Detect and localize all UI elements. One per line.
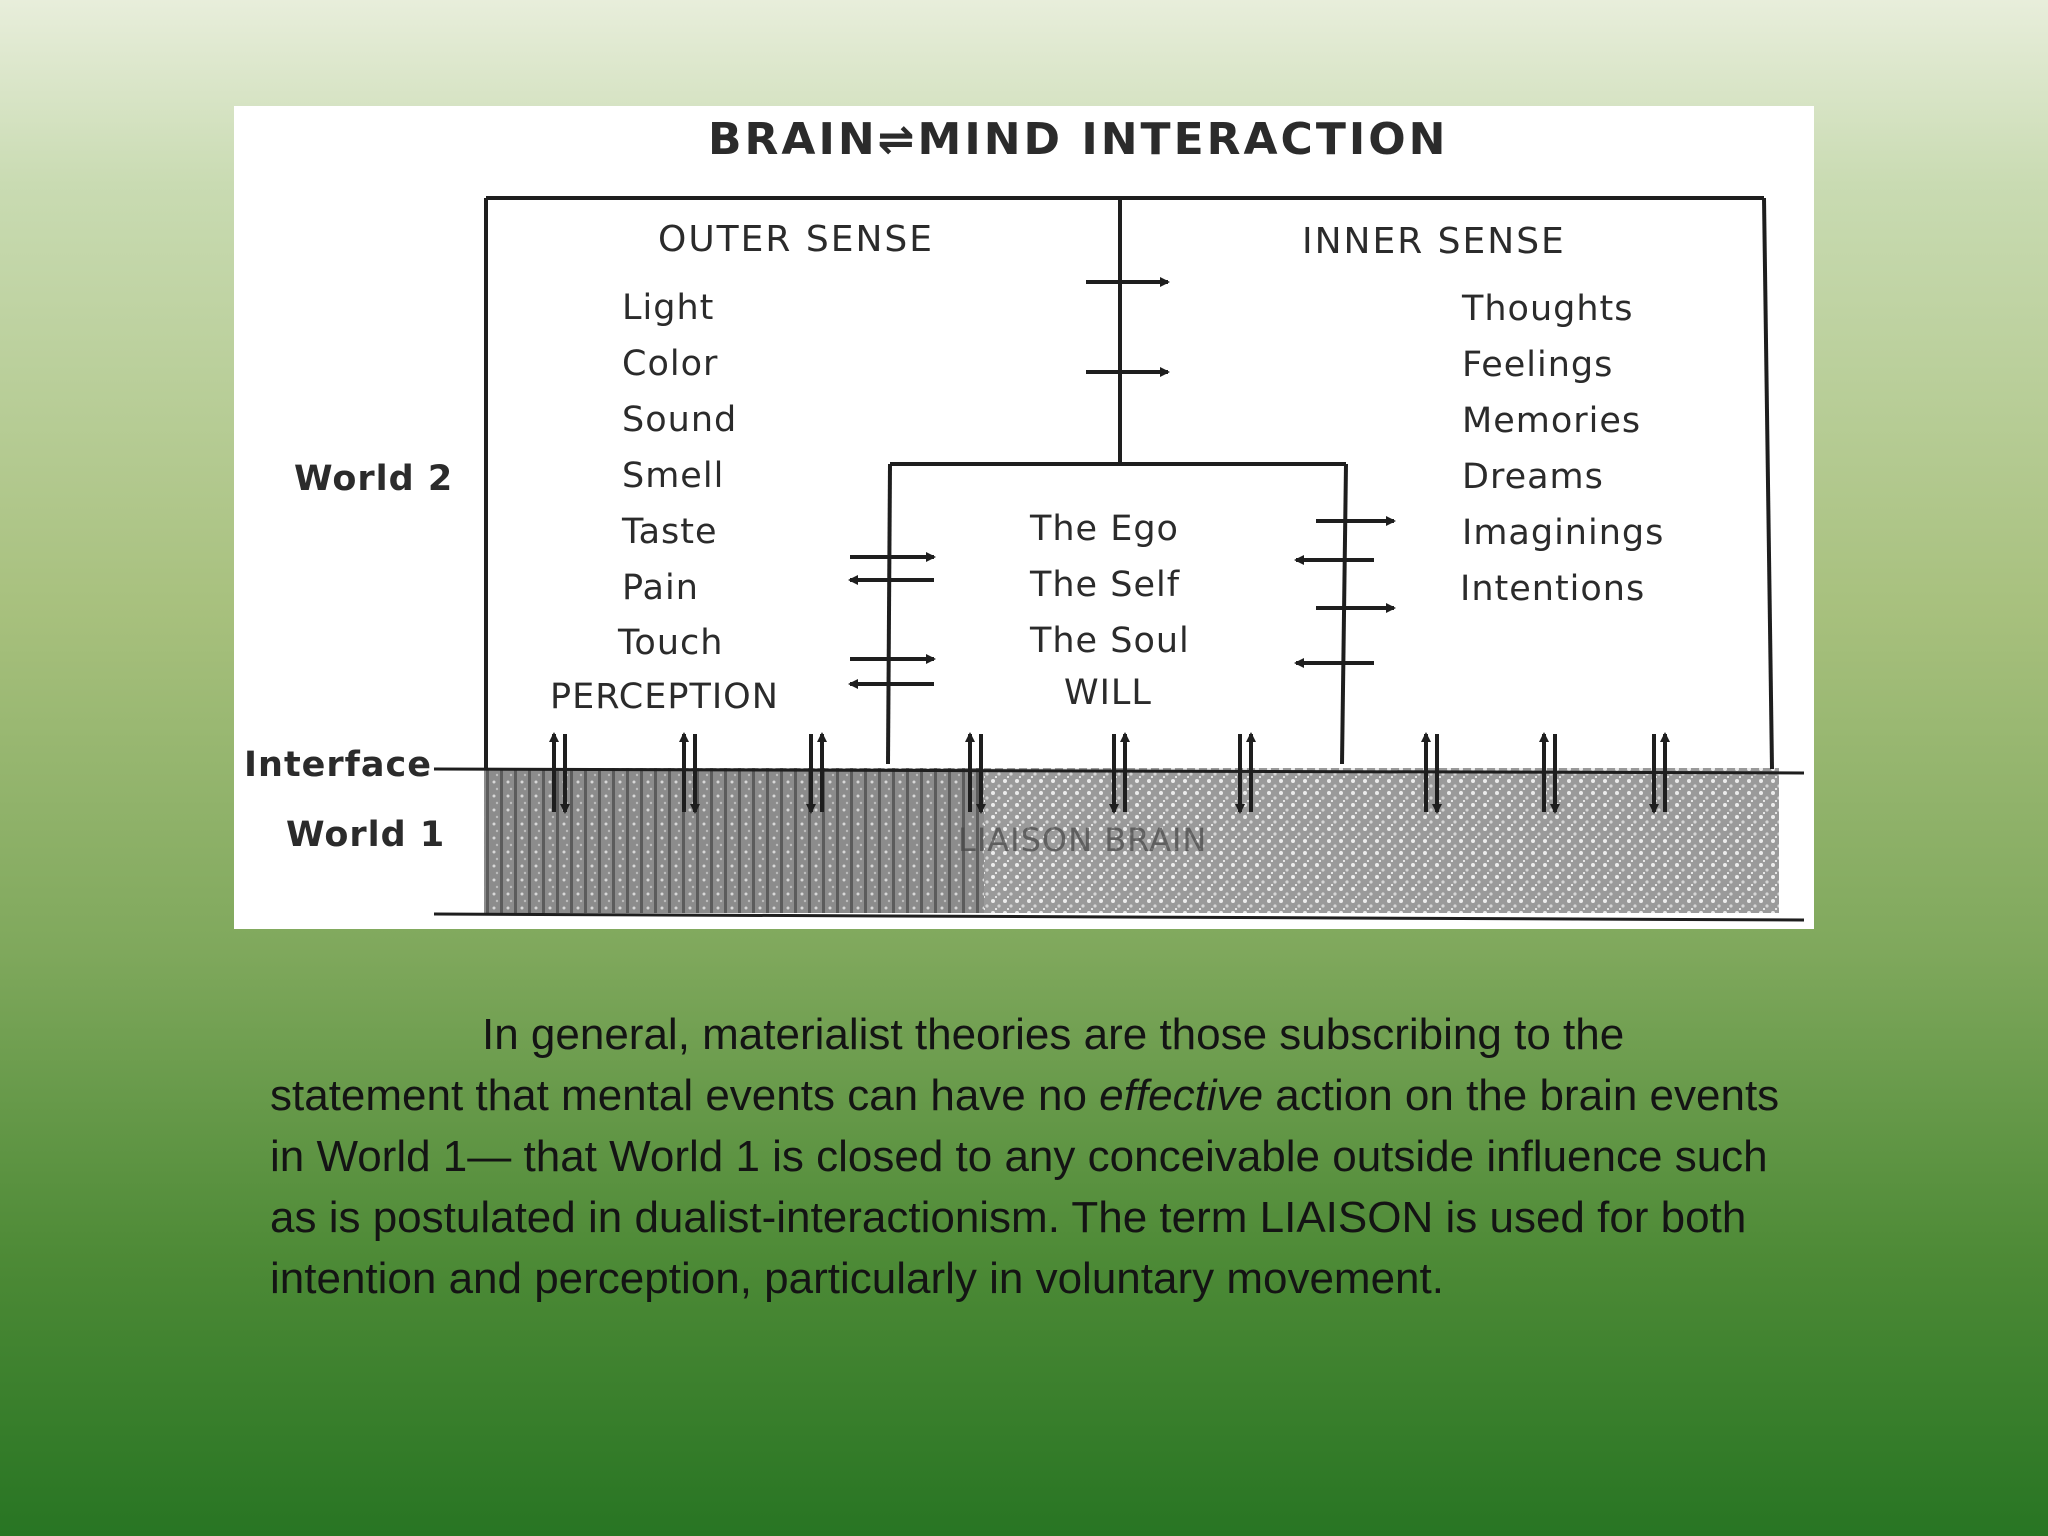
inner-sense-item: Thoughts	[1462, 289, 1634, 329]
world1-label: World 1	[286, 815, 446, 855]
caption-text-part1: In general, materialist theories are tho…	[270, 1010, 1625, 1120]
outer-sense-heading: OUTER SENSE	[658, 219, 935, 260]
right-ego-arrows	[1294, 516, 1396, 668]
world2-label: World 2	[294, 459, 454, 499]
liaison-brain-label: LIAISON BRAIN	[958, 821, 1208, 859]
outer-sense-item: Taste	[622, 512, 718, 552]
ego-item: The Ego	[1030, 509, 1179, 549]
liaison-brain-region-right	[1284, 768, 1779, 913]
caption-paragraph: In general, materialist theories are tho…	[270, 1004, 1810, 1309]
liaison-brain-region	[484, 768, 984, 913]
caption-text-part2: action on the brain events in World 1— t…	[270, 1071, 1780, 1303]
inner-sense-item: Memories	[1462, 401, 1642, 441]
diagram-drawing	[433, 196, 1805, 922]
outer-sense-item: Color	[622, 344, 719, 384]
ego-item: The Self	[1030, 565, 1181, 605]
caption-emphasis: effective	[1099, 1071, 1264, 1120]
world2-box	[484, 196, 1774, 770]
interface-arrows	[549, 732, 1670, 814]
divider-arrows	[1086, 277, 1170, 377]
perception-label: PERCEPTION	[550, 677, 779, 717]
inner-sense-item: Dreams	[1462, 457, 1604, 497]
inner-sense-item: Intentions	[1460, 569, 1646, 609]
outer-sense-item: Smell	[622, 456, 725, 496]
will-label: WILL	[1064, 673, 1152, 713]
interface-line	[433, 767, 1805, 775]
world1-baseline	[433, 912, 1805, 922]
inner-sense-heading: INNER SENSE	[1302, 221, 1566, 262]
left-ego-arrows	[848, 552, 936, 689]
brain-mind-diagram: BRAIN⇌MIND INTERACTION OUTER SENSE Light…	[234, 106, 1814, 929]
inner-sense-item: Feelings	[1462, 345, 1614, 385]
outer-sense-item: Pain	[622, 568, 699, 608]
liaison-brain-region-center	[984, 768, 1284, 913]
inner-sense-item: Imaginings	[1462, 513, 1665, 553]
diagram-title: BRAIN⇌MIND INTERACTION	[708, 114, 1449, 165]
outer-sense-item: Sound	[622, 400, 738, 440]
outer-sense-item: Light	[622, 288, 715, 328]
outer-sense-item: Touch	[618, 623, 724, 663]
ego-item: The Soul	[1030, 621, 1190, 661]
interface-label: Interface	[244, 745, 432, 785]
